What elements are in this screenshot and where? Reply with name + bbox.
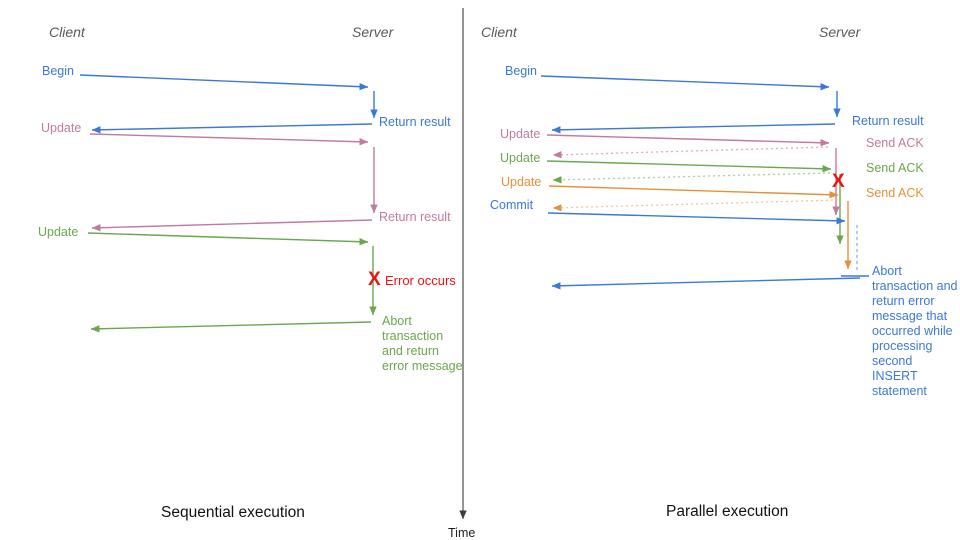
par-update-1-arrow <box>546 134 830 147</box>
par-abort-return-arrow <box>551 277 861 290</box>
par-send-ack-2-label: Send ACK <box>866 161 924 175</box>
seq-abort-return-arrow <box>90 321 372 333</box>
seq-return-result-2-arrow <box>91 219 373 232</box>
seq-return-result-2-label: Return result <box>379 210 451 224</box>
seq-update-1-label: Update <box>41 121 82 135</box>
par-update-3-label: Update <box>501 175 542 189</box>
seq-return-result-1-label: Return result <box>379 115 451 129</box>
seq-error-x-icon: X <box>368 269 381 290</box>
par-client-header: Client <box>481 24 517 40</box>
par-caption: Parallel execution <box>666 503 789 520</box>
seq-update-1-arrow <box>89 133 369 146</box>
seq-client-header: Client <box>49 24 85 40</box>
par-send-ack-3-label: Send ACK <box>866 186 924 200</box>
par-update-2-label: Update <box>500 151 541 165</box>
par-begin-arrow <box>540 75 830 91</box>
par-send-ack-3-arrow <box>552 199 839 212</box>
par-return-result-arrow <box>551 123 836 134</box>
par-send-ack-1-label: Send ACK <box>866 136 924 150</box>
seq-begin-label: Begin <box>42 64 74 78</box>
seq-update-2-label: Update <box>38 225 79 239</box>
seq-return-result-1-arrow <box>91 123 373 134</box>
par-abort-note: Abort transaction and return error messa… <box>872 264 958 398</box>
par-error-x-icon: X <box>832 171 845 192</box>
par-update-1-label: Update <box>500 127 541 141</box>
par-send-ack-2-arrow <box>552 172 831 184</box>
seq-error-label: Error occurs <box>385 273 456 288</box>
seq-begin-arrow <box>79 74 369 91</box>
par-send-ack-1-arrow <box>552 146 829 159</box>
par-return-result-label: Return result <box>852 114 924 128</box>
par-server-header: Server <box>819 24 861 40</box>
par-commit-label: Commit <box>490 198 534 212</box>
seq-server-header: Server <box>352 24 394 40</box>
seq-abort-note: Abort transaction and return error messa… <box>382 314 463 373</box>
time-axis-label: Time <box>448 526 476 540</box>
seq-caption: Sequential execution <box>161 504 305 521</box>
par-update-3-arrow <box>548 185 839 199</box>
par-begin-label: Begin <box>505 64 537 78</box>
seq-update-2-arrow <box>87 232 369 246</box>
par-commit-arrow <box>547 212 846 225</box>
par-update-2-arrow <box>546 160 832 173</box>
